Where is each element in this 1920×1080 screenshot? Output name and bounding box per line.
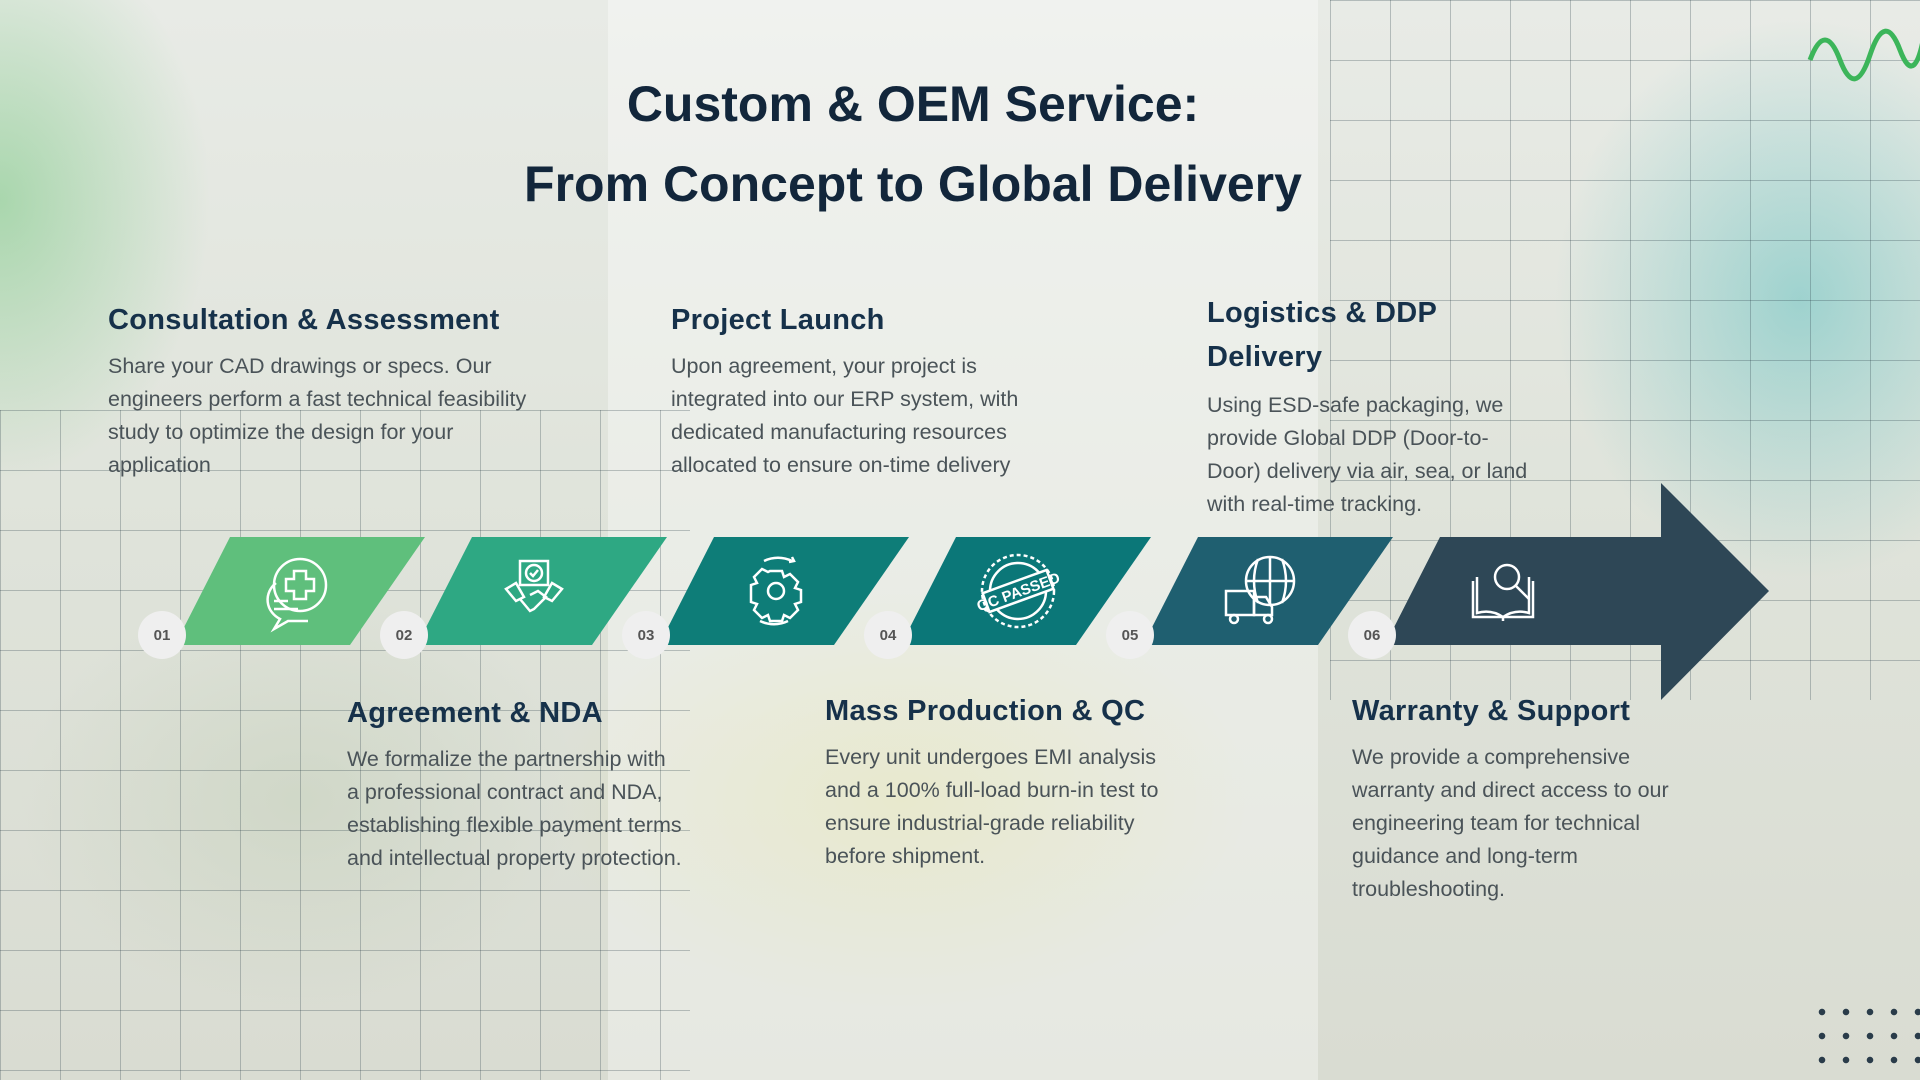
step-number-badge: 02 [380, 611, 428, 659]
dot-pattern-decoration [1810, 1000, 1920, 1080]
step-4-text: Mass Production & QC Every unit undergoes… [825, 689, 1195, 873]
grid-overlay-left [0, 410, 690, 1080]
step-title: Agreement & NDA [347, 697, 603, 729]
squiggle-decoration [1807, 28, 1920, 82]
step-6-text: Warranty & Support We provide a comprehen… [1352, 689, 1682, 906]
parallelogram-shape [175, 537, 425, 645]
step-4-shape: QC PASSED [901, 537, 1151, 645]
parallelogram-shape [417, 537, 667, 645]
step-number-badge: 03 [622, 611, 670, 659]
step-body: Using ESD-safe packaging, we provide Glo… [1207, 393, 1528, 516]
step-5-shape [1143, 537, 1393, 645]
step-3-shape [659, 537, 909, 645]
step-number-badge: 06 [1348, 611, 1396, 659]
arrow-shape [1385, 483, 1769, 700]
step-body: We provide a comprehensive warranty and … [1352, 745, 1669, 901]
step-1-shape [175, 537, 425, 645]
step-title: Project Launch [671, 304, 885, 336]
consultation-chat-plus-icon [266, 557, 328, 633]
step-body: Every unit undergoes EMI analysis and a … [825, 745, 1159, 868]
step-title: Consultation & Assessment [108, 304, 500, 336]
globe-truck-icon [1224, 555, 1296, 625]
step-title: Warranty & Support [1352, 695, 1631, 727]
gear-cycle-icon [749, 556, 803, 626]
page-title-line1: Custom & OEM Service: [626, 76, 1200, 132]
step-2-text: Agreement & NDA We formalize the partners… [347, 691, 682, 875]
parallelogram-shape [1143, 537, 1393, 645]
step-body: Share your CAD drawings or specs. Our en… [108, 354, 527, 477]
step-number-badge: 04 [864, 611, 912, 659]
step-title: Logistics & DDP Delivery [1207, 297, 1437, 373]
handshake-document-icon [504, 559, 564, 613]
book-magnifier-icon [1471, 563, 1535, 621]
step-2-shape [417, 537, 667, 645]
step-body: We formalize the partnership with a prof… [347, 747, 682, 870]
step-body: Upon agreement, your project is integrat… [671, 354, 1019, 477]
step-number-badge: 05 [1106, 611, 1154, 659]
page-title-line2: From Concept to Global Delivery [524, 156, 1302, 212]
step-title: Mass Production & QC [825, 695, 1146, 727]
step-6-shape [1385, 483, 1769, 700]
step-number-badge: 01 [138, 611, 186, 659]
